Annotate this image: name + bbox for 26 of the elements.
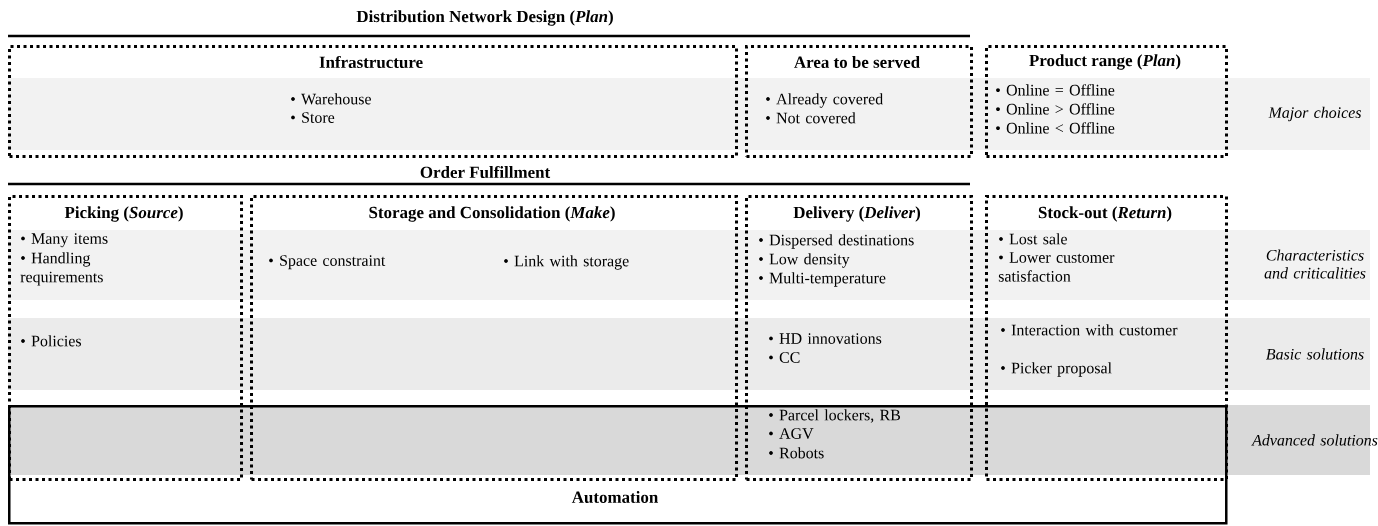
bullet-item: • Link with storage xyxy=(504,255,629,270)
bullet-item: • Dispersed destinations xyxy=(759,234,914,249)
bullet-item: • Already covered xyxy=(766,93,883,108)
bullet-item: • Lower customer satisfaction xyxy=(998,252,1115,282)
bullet-item: • Many items xyxy=(21,233,108,248)
section-heading: Distribution Network Design (Plan) xyxy=(356,10,613,26)
bullet-item: • Space constraint xyxy=(269,255,386,270)
bullet-item: • Policies xyxy=(21,335,81,347)
bullet-item: • CC xyxy=(769,352,800,363)
bullet-item: • HD innovations xyxy=(769,333,882,344)
bullet-item: • Warehouse xyxy=(291,93,371,105)
bullet-item: • Handling requirements xyxy=(20,252,103,286)
bullet-item: • Robots xyxy=(769,447,824,459)
bullet-item: • Low density xyxy=(759,253,850,268)
bullet-item: • Online < Offline xyxy=(996,122,1115,134)
bullet-item: • Lost sale xyxy=(999,233,1067,245)
bullet-item: • Picker proposal xyxy=(1001,362,1112,377)
section-heading: Order Fulfillment xyxy=(420,165,551,179)
bullet-item: • AGV xyxy=(769,428,814,439)
bullet-item: • Online > Offline xyxy=(996,103,1115,115)
bullet-item: • Not covered xyxy=(766,112,856,124)
bullet-item: • Online = Offline xyxy=(996,84,1115,96)
bullet-item: • Multi-temperature xyxy=(759,272,886,287)
bullet-item: • Parcel lockers, RB xyxy=(769,409,901,423)
bullet-item: • Store xyxy=(291,112,335,123)
bullet-item: • Interaction with customer xyxy=(1001,324,1178,336)
